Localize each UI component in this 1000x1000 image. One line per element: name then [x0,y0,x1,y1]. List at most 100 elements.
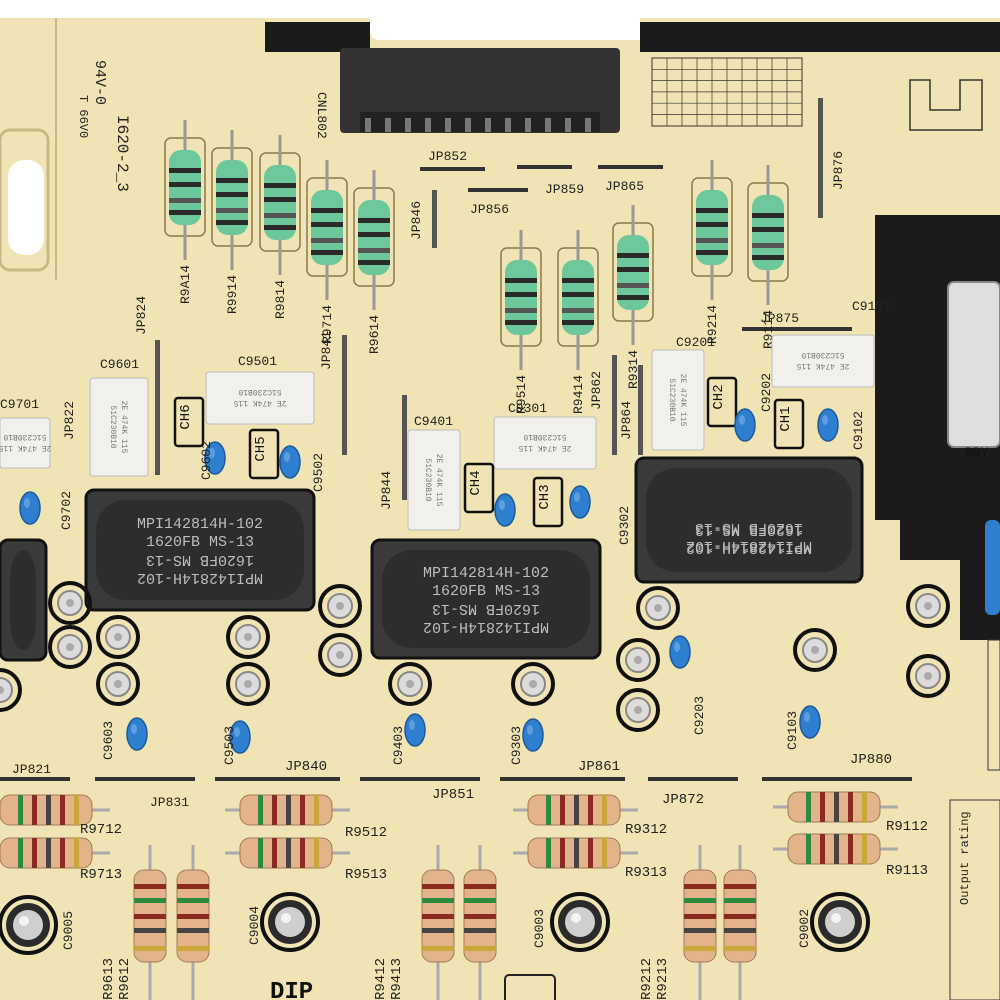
jumper-jp876: JP876 [831,151,846,190]
transformer-label: 1620FB MS-13 [432,600,540,617]
label-r9412: R9412 [373,958,389,1000]
resistor-bottom [0,837,110,869]
svg-text:51C230B10: 51C230B10 [801,350,844,359]
transformer-label: 1620FB MS-13 [695,519,803,536]
svg-text:CH3: CH3 [537,484,553,509]
label-c9301: C9301 [508,401,547,416]
jumper-jp880: JP880 [850,752,892,768]
label-c9603: C9603 [101,721,116,760]
jumper-jp872: JP872 [662,792,704,808]
heatsink-right [947,281,1000,448]
jumper-jp862: JP862 [589,371,604,410]
resistor-top: R9514 [500,230,542,414]
resistor-top-label: R9814 [273,280,288,319]
label-r9512: R9512 [345,825,387,841]
test-pad [226,615,270,659]
connector-pin [545,118,551,132]
resistors-bottom-group [0,791,898,1000]
transformer-label: 1620FB MS-13 [146,551,254,568]
label-c9302: C9302 [617,506,632,545]
test-pad [511,662,555,706]
label-c9202: C9202 [759,373,774,412]
transformer-label: MPI142814H-102 [137,516,263,533]
label-c9101: C9101 [852,299,891,314]
ceramic-capacitor [279,445,301,479]
choke-ch5: CH5 [248,428,280,480]
test-pad [906,654,950,698]
test-pad [906,584,950,628]
transformer [0,538,48,662]
resistor-top-label: R9314 [626,350,641,389]
resistor-bottom [773,791,898,823]
label-r9413: R9413 [389,958,405,1000]
choke-ch2: CH2 [706,376,738,428]
label-c9403: C9403 [391,726,406,765]
electrolytic-capacitor [0,895,58,955]
jumper-labels: JP852 JP856 JP859 JP865 JP876 JP846 JP87… [0,98,912,810]
test-pad [616,688,660,732]
black-band-top [265,22,1000,52]
label-c9701: C9701 [0,397,39,412]
blue-capacitors [19,408,839,754]
jumper-jp856: JP856 [470,202,509,217]
resistor-top-label: R9A14 [178,265,193,304]
svg-text:51C230B10: 51C230B10 [108,405,117,448]
choke-ch3: CH3 [532,476,564,528]
label-r9113: R9113 [886,863,928,879]
connector-pin [525,118,531,132]
board-slot-inner [8,160,44,255]
jumper-jp859: JP859 [545,182,584,197]
resistor-bottom [463,845,497,1000]
svg-text:2E 474K 115: 2E 474K 115 [678,374,687,427]
ceramic-capacitor [569,485,591,519]
label-r9213: R9213 [655,958,671,1000]
jumper-jp851: JP851 [432,787,474,803]
bby-marking: BBY [965,445,989,460]
label-c9002: C9002 [797,909,812,948]
jumper-jp844: JP844 [379,471,394,510]
resistor-top: R9414 [557,230,599,414]
jumper-jp824: JP824 [134,296,149,335]
resistor-top: R9214 [691,160,733,344]
ceramic-capacitor [669,635,691,669]
ceramic-capacitor [126,717,148,751]
electrolytic-caps [0,892,870,955]
jumper-jp846: JP846 [409,201,424,240]
connector-pins [365,118,591,132]
svg-text:CH1: CH1 [778,406,794,431]
test-pads [0,581,950,732]
jumper-jp841: JP841 [319,331,334,370]
transformer-label: 1620FB MS-13 [146,534,254,551]
transformer-label: 1620FB MS-13 [432,583,540,600]
svg-text:2E 474K 115: 2E 474K 115 [518,443,571,452]
label-c9102: C9102 [851,411,866,450]
label-c9502: C9502 [311,453,326,492]
test-pad [616,638,660,682]
resistor-bottom [421,845,455,1000]
ceramic-capacitor [229,720,251,754]
svg-text:51C230B10: 51C230B10 [3,432,46,441]
choke-ch4: CH4 [463,462,495,514]
label-c9503: C9503 [222,726,237,765]
connector-cnl802 [340,48,620,133]
jumper-jp861: JP861 [578,759,620,775]
test-pad [96,662,140,706]
ceramic-capacitor [404,713,426,747]
connector-pin [485,118,491,132]
connector-pin [505,118,511,132]
connector-pin [405,118,411,132]
connector-pin [445,118,451,132]
label-c9003: C9003 [532,909,547,948]
label-c9004: C9004 [247,906,262,945]
ceramic-capacitor [817,408,839,442]
resistor-bottom [176,845,210,1000]
ceramic-capacitor [494,493,516,527]
jumper-jp864: JP864 [619,401,634,440]
resistor-top-label: R9214 [705,305,720,344]
